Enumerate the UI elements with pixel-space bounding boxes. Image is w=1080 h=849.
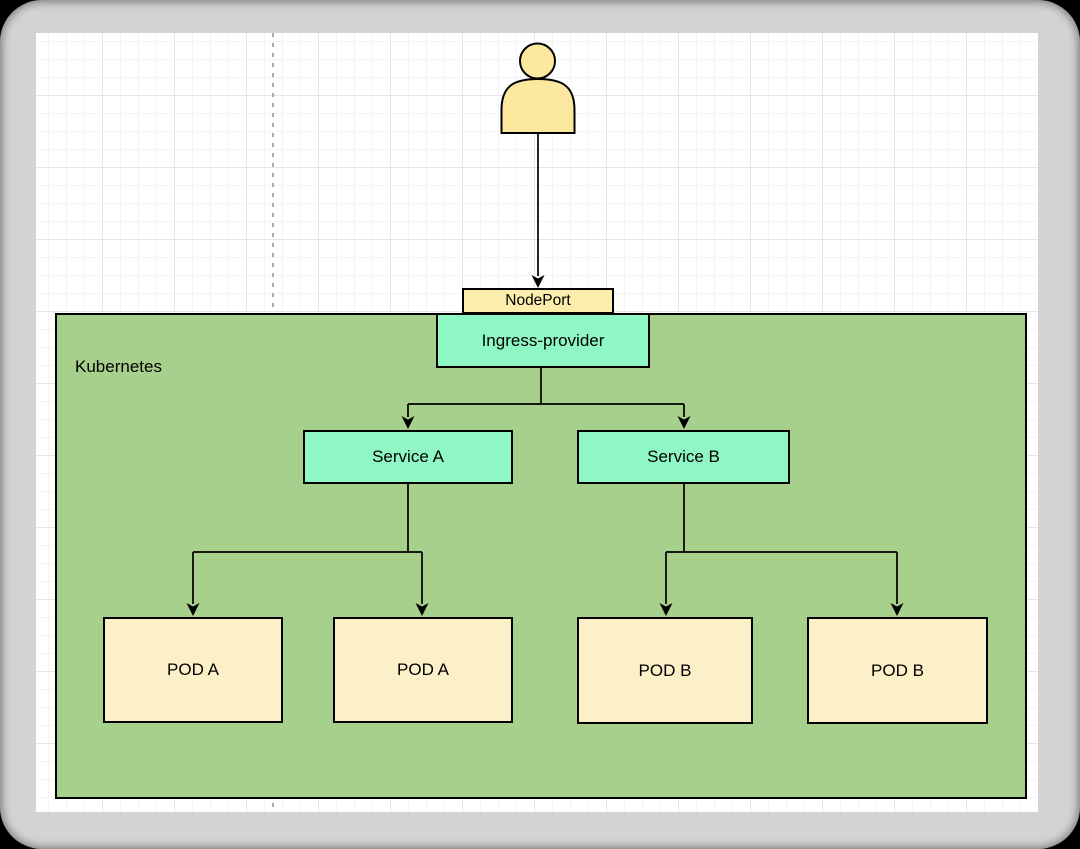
edge-service-b-pod-b2[interactable] bbox=[684, 551, 904, 616]
edge-ingress-service-a[interactable] bbox=[401, 368, 542, 429]
edges-layer bbox=[186, 42, 904, 616]
user-icon[interactable] bbox=[500, 42, 576, 134]
edge-service-a-pod-a2[interactable] bbox=[408, 551, 429, 616]
pod-a-2-label: POD A bbox=[397, 660, 449, 679]
node-pod-b-1[interactable]: POD B bbox=[577, 617, 753, 724]
kubernetes-label: Kubernetes bbox=[75, 357, 162, 376]
edge-ingress-service-b[interactable] bbox=[541, 403, 691, 429]
service-a-label: Service A bbox=[372, 447, 444, 466]
node-nodeport[interactable]: NodePort bbox=[462, 288, 614, 314]
node-pod-a-1[interactable]: POD A bbox=[103, 617, 283, 723]
node-ingress-provider[interactable]: Ingress-provider bbox=[436, 313, 650, 368]
ingress-provider-label: Ingress-provider bbox=[481, 330, 605, 350]
drawio-canvas[interactable]: Kubernetes bbox=[36, 33, 1038, 812]
user-head-shape bbox=[519, 42, 556, 80]
pod-b-1-label: POD B bbox=[638, 660, 692, 680]
pod-a-1-label: POD A bbox=[167, 660, 219, 679]
node-service-a[interactable]: Service A bbox=[303, 430, 513, 484]
node-service-b[interactable]: Service B bbox=[577, 430, 790, 484]
nodeport-label: NodePort bbox=[505, 292, 571, 309]
user-body-shape bbox=[500, 77, 576, 134]
edge-user-nodeport[interactable] bbox=[531, 133, 545, 288]
node-pod-a-2[interactable]: POD A bbox=[333, 617, 513, 723]
node-pod-b-2[interactable]: POD B bbox=[807, 617, 988, 724]
service-b-label: Service B bbox=[647, 447, 720, 466]
pod-b-2-label: POD B bbox=[871, 660, 924, 680]
